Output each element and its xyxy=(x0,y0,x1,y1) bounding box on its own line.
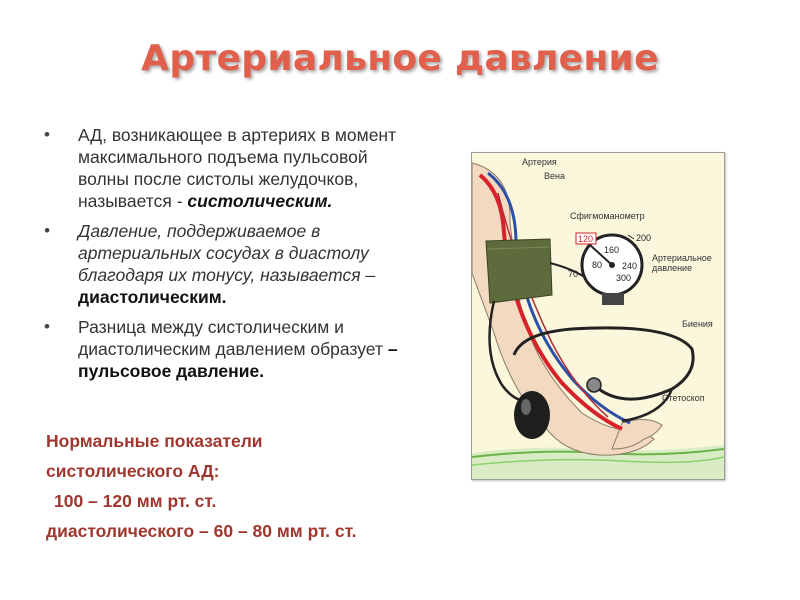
bullet-list: • АД, возникающее в артериях в момент ма… xyxy=(44,124,404,390)
label-arterial-pressure: Артериальное xyxy=(652,253,712,263)
bullet-text: Давление, поддерживаемое в артериальных … xyxy=(78,221,376,285)
bullet-text: АД, возникающее в артериях в момент макс… xyxy=(78,125,397,211)
gauge-tick: 80 xyxy=(592,260,602,270)
stethoscope-head xyxy=(586,377,602,393)
bullet-dot-icon: • xyxy=(44,317,50,336)
illustration-svg: 120 200 160 240 80 300 70 Артерия Вена С… xyxy=(472,157,724,479)
bullet-dot-icon: • xyxy=(44,125,50,144)
gauge-tick: 300 xyxy=(616,273,631,283)
bullet-systolic: • АД, возникающее в артериях в момент ма… xyxy=(44,124,404,212)
gauge-pivot xyxy=(609,262,615,268)
gauge-tick: 240 xyxy=(622,261,637,271)
gauge-needle xyxy=(589,244,613,266)
label-artery: Артерия xyxy=(522,157,557,167)
grass-line xyxy=(472,456,724,466)
vein-vessel xyxy=(487,171,631,425)
bullet-emphasis: – пульсовое давление. xyxy=(78,339,398,381)
blood-pressure-illustration: 120 200 160 240 80 300 70 Артерия Вена С… xyxy=(471,152,725,480)
diastolic-range: диастолического – 60 – 80 мм рт. ст. xyxy=(46,521,357,541)
label-sphygmomanometer: Сфигмоманометр xyxy=(570,211,645,221)
cuff-shape xyxy=(485,238,553,304)
gauge-reading: 120 xyxy=(578,234,593,244)
normal-values: Нормальные показатели систолического АД:… xyxy=(46,426,426,546)
bullet-diastolic: • Давление, поддерживаемое в артериальны… xyxy=(44,220,404,308)
label-arterial-pressure: давление xyxy=(652,263,692,273)
label-beats: Биения xyxy=(682,319,713,329)
artery-vessel xyxy=(478,173,623,431)
gauge-leader-line xyxy=(627,234,635,240)
gauge-reading-box xyxy=(575,232,597,245)
branch-vessel xyxy=(497,192,609,418)
bullet-dot-icon: • xyxy=(44,221,50,240)
gauge-tick: 160 xyxy=(604,245,619,255)
inflation-bulb xyxy=(514,391,550,439)
bulb-tube xyxy=(488,300,525,403)
bullet-text: Разница между систолическим и диастоличе… xyxy=(78,317,383,359)
systolic-heading: систолического АД: xyxy=(46,461,220,481)
bullet-emphasis: диастолическим. xyxy=(78,287,227,307)
bulb-highlight xyxy=(521,399,531,415)
gauge-tick: 70 xyxy=(568,269,578,279)
label-vein: Вена xyxy=(544,171,565,181)
hand-shape xyxy=(611,419,663,450)
bullet-emphasis: систолическим. xyxy=(187,191,333,211)
gauge-tick: 200 xyxy=(636,233,651,243)
stethoscope-tube xyxy=(621,388,674,423)
label-stethoscope: Стетоскоп xyxy=(662,393,705,403)
systolic-range: 100 – 120 мм рт. ст. xyxy=(54,491,217,511)
stethoscope-tube xyxy=(512,326,695,401)
gauge-base xyxy=(602,293,624,305)
normal-values-heading: Нормальные показатели xyxy=(46,431,263,451)
bullet-pulse: • Разница между систолическим и диастоли… xyxy=(44,316,404,382)
slide-title: Артериальное давление xyxy=(141,38,659,79)
cuff-seam xyxy=(487,246,551,250)
